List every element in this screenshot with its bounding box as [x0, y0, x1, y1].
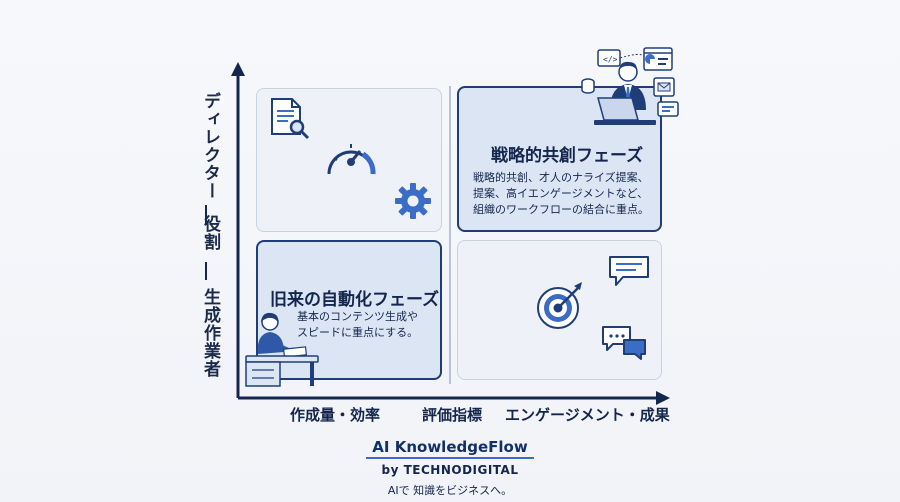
x-axis-label-engagement: エンゲージメント・成果 — [505, 406, 670, 424]
axis-label-role: 役割 — [200, 215, 220, 251]
automation-phase-title: 旧来の自動化フェーズ — [270, 290, 440, 310]
axis-divider-top — [205, 205, 207, 225]
brand-tagline: AIで 知識をビジネスへ。 — [387, 484, 513, 497]
businessman-laptop-illustration: </> — [581, 47, 679, 125]
axis-divider-bottom — [205, 262, 207, 280]
x-axis-label-metrics: 評価指標 — [422, 406, 483, 424]
brand-byline: by TECHNODIGITAL — [381, 463, 519, 477]
automation-phase-description: 基本のコンテンツ生成や スピードに重点にする。 — [297, 310, 419, 339]
speedometer-icon — [327, 144, 376, 175]
axis-label-generator: 生成作業者 — [200, 288, 220, 378]
document-search-icon — [271, 98, 310, 140]
axis-label-director: ディレクター — [200, 92, 220, 200]
target-icon — [537, 282, 582, 329]
svg-text:</>: </> — [603, 55, 618, 64]
strategic-phase-description: 戦略的共創、才人のナライズ提案、 提案、高イエンゲージメントなど、 組織のワーク… — [473, 171, 649, 216]
strategic-phase-title: 戦略的共創フェーズ — [491, 146, 644, 166]
vertical-divider — [449, 86, 451, 384]
worker-at-desk-illustration — [245, 312, 319, 387]
brand-logo-text: AI KnowledgeFlow — [366, 437, 534, 459]
gear-icon — [395, 183, 431, 219]
chat-bubble-icon — [609, 256, 649, 286]
x-axis-label-efficiency: 作成量・効率 — [290, 406, 381, 424]
conversation-icon — [602, 326, 646, 360]
axes — [231, 62, 670, 405]
